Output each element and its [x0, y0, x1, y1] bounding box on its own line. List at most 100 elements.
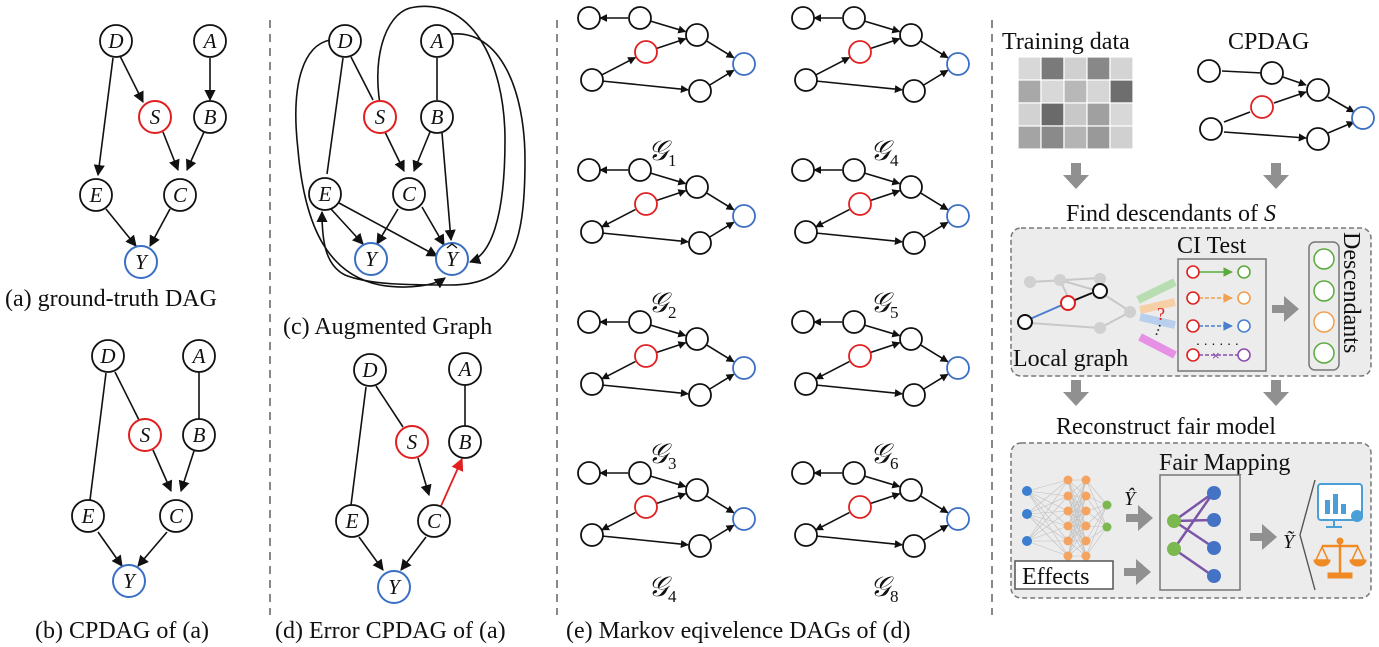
yhat-label: Ŷ: [1124, 487, 1137, 510]
markov-node: [577, 461, 601, 485]
node-a: [182, 339, 216, 373]
hat-mark: [446, 243, 458, 249]
nn-edge: [1085, 495, 1108, 528]
descendant-node: [1313, 280, 1335, 302]
training-data-matrix: [1017, 56, 1134, 150]
nn-edge: [1026, 510, 1069, 542]
markov-edge: [815, 56, 851, 76]
node-e: [308, 177, 342, 211]
graph-label-g8: 𝒢8: [870, 572, 898, 606]
markov-edge: [816, 80, 903, 94]
nn-node: [1081, 536, 1091, 546]
scale-icon: [1313, 537, 1367, 579]
markov-node: [685, 327, 709, 351]
markov-node: [628, 158, 652, 182]
nn-edge: [1067, 510, 1087, 557]
matrix-cell: [1017, 56, 1042, 81]
matrix-cell: [1063, 79, 1088, 104]
node-label: A: [429, 29, 444, 53]
markov-edge: [815, 511, 850, 531]
nn-node: [1081, 551, 1091, 561]
markov-edge: [650, 20, 687, 34]
error-edge-red: [440, 457, 464, 507]
matrix-cell: [1086, 125, 1111, 150]
markov-node: [628, 461, 652, 485]
graph-c: [295, 5, 526, 289]
node-label: B: [431, 105, 444, 129]
markov-node: [634, 40, 658, 64]
markov-graph: [577, 6, 756, 103]
node-label: S: [407, 430, 418, 454]
fair-mapping-title: Fair Mapping: [1159, 450, 1290, 476]
right-arrow: [1124, 559, 1151, 585]
node-label: S: [150, 105, 161, 129]
nn-node: [1063, 491, 1073, 501]
nn-node: [1022, 486, 1032, 496]
nn-edge: [1067, 495, 1087, 557]
nn-edge: [1067, 479, 1087, 512]
down-arrow: [1063, 380, 1089, 406]
matrix-cell: [1017, 102, 1042, 127]
nn-edge: [1067, 479, 1087, 527]
nn-edge: [1026, 513, 1069, 557]
node-label: Y: [388, 575, 402, 599]
markov-node: [685, 175, 709, 199]
descendant-node: [1313, 342, 1335, 364]
markov-edge: [656, 492, 687, 505]
markov-edge: [601, 511, 636, 531]
markov-edge: [656, 189, 687, 202]
local-graph: [1017, 273, 1136, 334]
nn-edge: [1085, 526, 1108, 557]
matrix-cell: [1017, 79, 1042, 104]
node: [1199, 117, 1223, 141]
matrix-cell: [1109, 102, 1134, 127]
nn-node: [1081, 506, 1091, 516]
markov-node: [848, 495, 872, 519]
nn-edge: [1085, 479, 1108, 506]
nn-node: [1081, 475, 1091, 485]
markov-node: [794, 220, 818, 244]
markov-node: [580, 523, 604, 547]
cpdag-title: CPDAG: [1228, 29, 1309, 55]
markov-node: [902, 79, 926, 103]
matrix-cell: [1086, 56, 1111, 81]
node-label: D: [336, 29, 352, 53]
nn-edge: [1026, 513, 1069, 527]
right-arrow: [1126, 505, 1153, 531]
graph-b: [89, 371, 200, 567]
nn-edge: [1026, 525, 1069, 542]
markov-edge: [656, 37, 687, 50]
svg-text:×: ×: [1212, 348, 1220, 363]
node-s-sensitive: [395, 425, 429, 459]
node-sensitive: [1060, 295, 1076, 311]
markov-edge: [870, 189, 901, 202]
node-label: S: [140, 423, 151, 447]
nn-edge: [1085, 504, 1108, 527]
band-blue: [1139, 313, 1176, 329]
descendant-node: [1313, 248, 1335, 270]
markov-edge: [815, 208, 850, 228]
down-arrow: [1063, 163, 1089, 189]
graph-label-g6: 𝒢6: [870, 439, 898, 473]
nn-edge: [1026, 490, 1069, 542]
question-mark: ?: [1157, 304, 1165, 324]
nn-edge: [1085, 479, 1108, 528]
node-label: Y: [135, 250, 149, 274]
markov-node: [685, 478, 709, 502]
overview-cpdag-nodes: [1197, 59, 1375, 151]
node-sensitive: [1250, 95, 1274, 119]
markov-edge: [919, 192, 949, 211]
graph-c-nodes: D A S B E C Y Y: [308, 24, 469, 276]
markov-node: [688, 79, 712, 103]
nn-node: [1063, 521, 1073, 531]
node-label: Y: [123, 569, 137, 593]
node-d: [99, 24, 133, 58]
markov-edge: [602, 384, 689, 398]
markov-node: [842, 6, 866, 30]
markov-node: [946, 204, 970, 228]
nn-edge: [1026, 479, 1069, 542]
effects-box: [1014, 560, 1114, 590]
markov-edge: [708, 524, 735, 541]
markov-node: [628, 310, 652, 334]
